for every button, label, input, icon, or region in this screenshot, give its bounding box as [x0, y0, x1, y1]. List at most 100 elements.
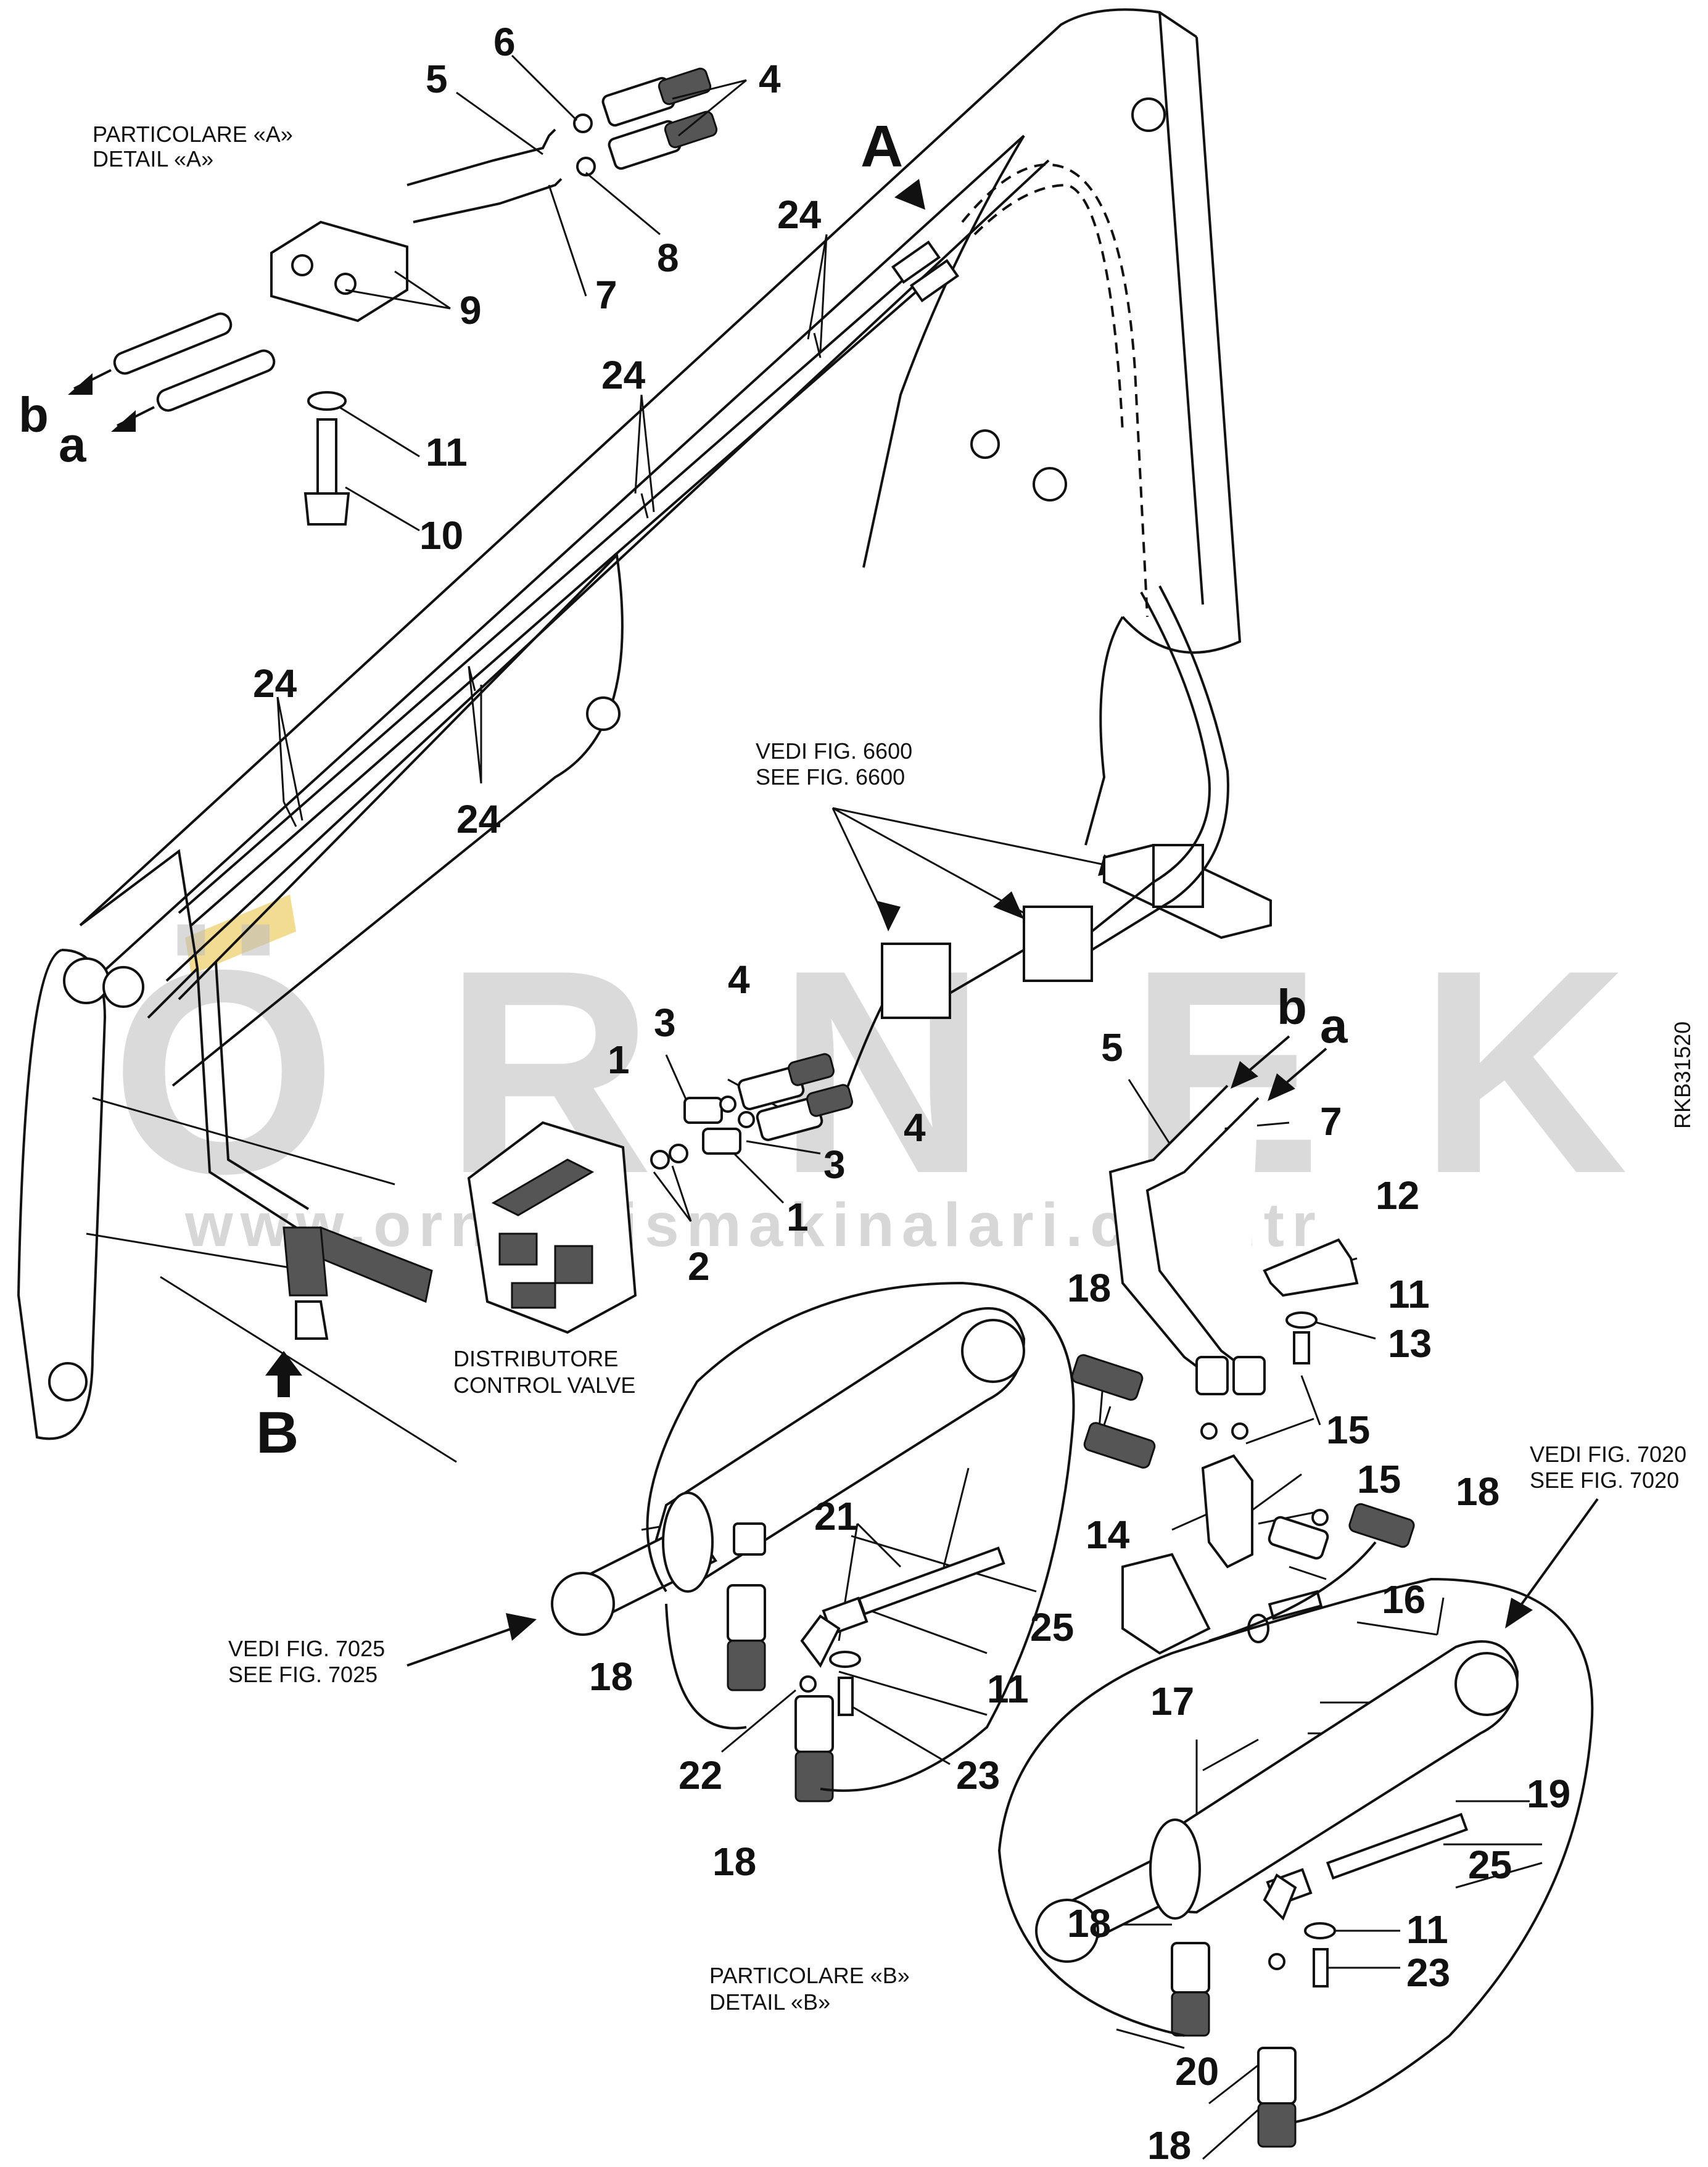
- arrow-b-detail-head: [265, 1351, 302, 1376]
- fig-6600-group: VEDI FIG. 6600 SEE FIG. 6600: [756, 585, 1272, 1111]
- right-o-ring-20: [1268, 1953, 1285, 1970]
- watermark: Ö R N E K www.orneksismakinalari.com.tr: [111, 894, 1628, 1260]
- callout-11-right: 11: [1388, 1272, 1430, 1316]
- arrow-b-right-head: [1231, 1061, 1258, 1089]
- arrow-b-head: [68, 373, 93, 395]
- pipe-to-clamps-4: [1091, 585, 1229, 951]
- dashed-line-a-2: [973, 183, 1124, 432]
- o-ring-6: [573, 114, 593, 133]
- link-pin-mid: [102, 966, 144, 1008]
- left-hose-18-a: [727, 1640, 766, 1691]
- arm-right-member-web: [862, 134, 1025, 568]
- callout-11-detail-a: 11: [426, 430, 468, 474]
- callout-14: 14: [1086, 1513, 1130, 1557]
- watermark-letter-k: K: [1419, 910, 1628, 1234]
- clamp-block-6600-2: [1023, 906, 1093, 982]
- right-fitting-18-b: [1257, 2047, 1297, 2105]
- callout-5-right: 5: [1101, 1025, 1123, 1070]
- clamp-24-left: [283, 801, 297, 827]
- o-ring-15-1: [1200, 1422, 1218, 1440]
- right-fitting-18-a: [1171, 1942, 1210, 1994]
- hose-to-a: [156, 349, 276, 412]
- see-6600-label: SEE FIG. 6600: [756, 764, 905, 790]
- left-hose-18-b: [794, 1751, 834, 1802]
- o-ring-8: [576, 157, 596, 176]
- callout-2-valve: 2: [688, 1244, 710, 1289]
- callout-10-detail-a: 10: [419, 513, 463, 558]
- right-screw-23: [1313, 1948, 1329, 1987]
- arm-bracket: [79, 849, 199, 1019]
- right-cylinder-gland: [1149, 1818, 1201, 1920]
- o-ring-15-2: [1231, 1422, 1248, 1440]
- callout-24-upper: 24: [601, 353, 646, 397]
- see-7025-label: SEE FIG. 7025: [228, 1662, 377, 1687]
- hose-4-valve-lower: [806, 1084, 853, 1117]
- callout-19: 19: [1527, 1772, 1570, 1816]
- callout-1-valve-lower: 1: [786, 1195, 809, 1239]
- callout-3-valve-lower: 3: [823, 1142, 846, 1187]
- clamp-block-hole-2: [334, 273, 357, 295]
- left-cylinder-pipe-21: [857, 1546, 1005, 1616]
- detail-a-group: PARTICOLARE «A» DETAIL «A»: [68, 67, 718, 526]
- letter-b-right: b: [1277, 980, 1307, 1034]
- o-ring-2-2: [669, 1144, 688, 1163]
- washer-11-right: [1285, 1311, 1318, 1329]
- callout-7-detail-a: 7: [595, 273, 617, 317]
- elbow-fitting-7: [1232, 1356, 1266, 1395]
- detail-a-label-it: PARTICOLARE «A»: [93, 122, 293, 147]
- detail-a-fitting-1: [891, 240, 941, 284]
- link-pin-upper: [63, 957, 110, 1004]
- callout-25-left: 25: [1030, 1605, 1074, 1649]
- arrow-a-upper-head: [894, 179, 925, 210]
- left-cylinder-rod-eye: [551, 1572, 615, 1636]
- watermark-accent: [185, 894, 296, 975]
- left-fitting-18-b: [794, 1695, 834, 1753]
- arrow-6600-1-head: [876, 901, 901, 931]
- letter-a-right: a: [1320, 998, 1348, 1053]
- callout-21: 21: [814, 1494, 858, 1538]
- arm-pipe-2: [190, 283, 926, 927]
- arm-right-member-outer: [1121, 36, 1242, 654]
- control-valve-label: CONTROL VALVE: [453, 1372, 635, 1398]
- right-pipe-group: VEDI FIG. 7020 SEE FIG. 7020: [1071, 1084, 1686, 1655]
- right-cylinder-eye: [1454, 1652, 1519, 1716]
- callout-8-detail-a: 8: [657, 236, 679, 280]
- callout-25-right: 25: [1468, 1843, 1512, 1887]
- control-valve-detail-1: [491, 1158, 595, 1216]
- arrow-b-detail-shaft: [278, 1372, 290, 1397]
- arm-hydraulic-lines: [178, 163, 1149, 1229]
- fitting-1-lower: [702, 1128, 741, 1155]
- mount-plate: [1121, 1553, 1211, 1655]
- callout-5-detail-a: 5: [426, 57, 448, 101]
- callout-23-left: 23: [956, 1753, 1000, 1798]
- hose-4-upper: [658, 67, 712, 105]
- hose-18-top-2: [1083, 1422, 1156, 1469]
- left-cylinder-loop-hose-2: [665, 1603, 747, 1730]
- pin-middle: [970, 429, 1000, 459]
- right-cylinder-pipe-19: [1326, 1812, 1469, 1880]
- callout-11-left: 11: [987, 1667, 1029, 1711]
- left-cylinder-loop-hose: [646, 1281, 1075, 1792]
- pin-top: [1131, 97, 1166, 132]
- hose-4-valve-upper: [788, 1053, 835, 1086]
- callout-24-left: 24: [253, 661, 297, 706]
- arrow-a-right-head: [1268, 1073, 1295, 1101]
- callout-3-valve-upper: 3: [654, 1001, 676, 1045]
- floor-line-1: [92, 1097, 395, 1186]
- callout-22: 22: [679, 1753, 722, 1798]
- callout-17: 17: [1150, 1679, 1194, 1723]
- arrow-6600-2-head: [993, 891, 1024, 919]
- letter-b-detail-a: b: [19, 387, 49, 442]
- bolt-10-head: [303, 492, 350, 526]
- fitting-18-right: [1268, 1516, 1329, 1560]
- callout-24-top: 24: [777, 192, 822, 237]
- pipe-to-clamps-3: [1091, 592, 1211, 933]
- left-fitting-18-a: [727, 1584, 766, 1642]
- vedi-6600-label: VEDI FIG. 6600: [756, 738, 912, 764]
- callout-18-top: 18: [1067, 1266, 1111, 1310]
- right-washer-11: [1304, 1922, 1336, 1939]
- callout-24-mid: 24: [456, 797, 501, 841]
- letter-markers: A B b a b a: [19, 114, 1348, 1466]
- vedi-7020-label: VEDI FIG. 7020: [1530, 1442, 1686, 1467]
